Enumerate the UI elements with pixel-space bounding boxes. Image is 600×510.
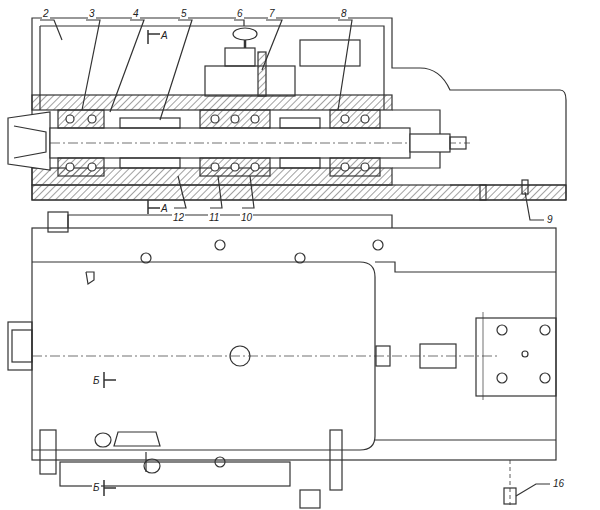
callout-number: 10 [240, 212, 253, 223]
section-mark: А [160, 203, 169, 214]
callout-number: 8 [340, 8, 348, 19]
callout-number: 4 [132, 8, 140, 19]
callout-number: 9 [546, 214, 554, 225]
callout-number: 6 [236, 8, 244, 19]
callout-number: 7 [268, 8, 276, 19]
callout-number: 3 [88, 8, 96, 19]
callout-number: 2 [42, 8, 50, 19]
section-mark: А [160, 30, 169, 41]
callout-number: 11 [208, 212, 220, 223]
section-mark: Б [92, 482, 101, 493]
section-mark: Б [92, 375, 101, 386]
callout-number: 5 [180, 8, 188, 19]
callout-number: 12 [172, 212, 185, 223]
callout-number: 16 [552, 478, 565, 489]
